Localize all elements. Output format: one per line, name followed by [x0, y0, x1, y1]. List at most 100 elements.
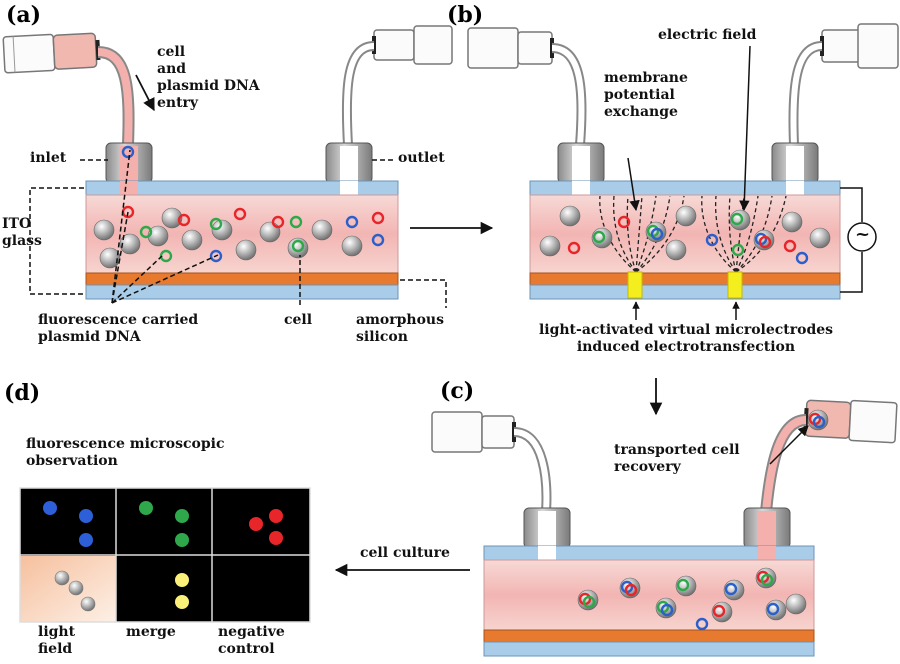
panel-b — [467, 23, 899, 320]
c-inlet-syringe — [431, 411, 516, 453]
panel-c — [431, 399, 898, 657]
cell — [675, 205, 697, 227]
plasmid-ring — [592, 230, 606, 244]
cell — [785, 593, 807, 615]
microscopy-spots — [43, 501, 283, 612]
ito-glass-label: ITO glass — [2, 216, 42, 249]
plasmid-ring — [209, 217, 223, 231]
plasmid-ring — [139, 225, 153, 239]
cell — [341, 235, 363, 257]
plasmid-ring — [121, 145, 135, 159]
light-field-image — [20, 556, 116, 622]
plasmid-ring — [209, 249, 223, 263]
plasmid-ring — [291, 239, 305, 253]
panel-label-a: (a) — [6, 2, 42, 28]
b-inlet-syringe — [467, 27, 554, 69]
amorphous-silicon-label: amorphous silicon — [356, 312, 444, 345]
panel-label-b: (b) — [447, 2, 484, 28]
electric-field-arrow — [739, 45, 751, 212]
plasmid-ring — [289, 215, 303, 229]
observation-label: fluorescence microscopic observation — [26, 436, 225, 469]
green-spot — [175, 533, 189, 547]
green-spot — [139, 501, 153, 515]
cell-label: cell — [284, 312, 313, 328]
cell — [99, 247, 121, 269]
plasmid-ring — [617, 215, 631, 229]
chamber-b-cells — [539, 205, 831, 265]
red-spot — [269, 509, 283, 523]
b-outlet-syringe — [820, 23, 899, 69]
cell — [181, 229, 203, 251]
cell — [119, 233, 141, 255]
c-glass-bottom — [483, 641, 815, 657]
cell — [161, 207, 183, 229]
merge-spot — [175, 595, 189, 609]
blue-spot — [43, 501, 57, 515]
plasmid-ring — [731, 243, 745, 257]
plasmid-ring — [724, 582, 738, 596]
plasmid-ring — [758, 235, 772, 249]
plasmid-ring — [705, 233, 719, 247]
plasmid-ring — [730, 212, 744, 226]
cell — [781, 211, 803, 233]
light-field-cell — [54, 570, 70, 586]
negative-control-label: negative control — [218, 624, 285, 657]
entry-arrow — [135, 74, 155, 112]
plasmid-ring — [795, 251, 809, 265]
ito-glass-bottom — [85, 284, 399, 300]
light-field-label: light field — [38, 624, 76, 657]
plasmid-ring — [695, 617, 709, 631]
cell — [311, 219, 333, 241]
plasmid-ring — [650, 227, 664, 241]
recovery-arrow — [769, 425, 809, 465]
inlet-syringe — [2, 32, 101, 74]
inlet-label: inlet — [30, 150, 67, 166]
red-spot — [249, 517, 263, 531]
panel-label-c: (c) — [440, 378, 475, 404]
panel-a-leaders — [29, 149, 447, 308]
entry-label: cell and plasmid DNA entry — [157, 44, 260, 111]
cell-culture-label: cell culture — [360, 545, 450, 561]
cell — [235, 239, 257, 261]
b-silicon-layer — [529, 272, 841, 286]
membrane-label: membrane potential exchange — [604, 70, 688, 120]
virtual-electrode-label: light-activated virtual microlectrodes i… — [538, 322, 834, 355]
cell — [559, 205, 581, 227]
light-spot-left — [627, 271, 643, 299]
plasmid-ring — [760, 573, 774, 587]
ac-source — [840, 187, 877, 293]
merge-spot — [175, 573, 189, 587]
plasmid-ring — [660, 603, 674, 617]
panel-a — [2, 25, 453, 308]
plasmid-ring — [271, 215, 285, 229]
electric-field-label: electric field — [658, 27, 757, 43]
plasmid-ring — [233, 207, 247, 221]
ac-symbol: ~ — [855, 224, 871, 245]
light-spot-right — [727, 271, 743, 299]
red-spot — [269, 531, 283, 545]
plasmid-ring — [783, 239, 797, 253]
green-spot — [175, 509, 189, 523]
c-silicon-layer — [483, 629, 815, 643]
cell — [259, 221, 281, 243]
cell — [211, 219, 233, 241]
cell — [93, 219, 115, 241]
light-field-cell — [68, 580, 84, 596]
blue-spot — [79, 509, 93, 523]
chamber-c-cells — [577, 409, 829, 631]
plasmid-ring — [712, 604, 726, 618]
cell — [539, 235, 561, 257]
outlet-label: outlet — [398, 150, 445, 166]
inlet-tube-flow — [97, 48, 133, 146]
plasmid-ring — [371, 211, 385, 225]
fluorescence-dna-label: fluorescence carried plasmid DNA — [38, 312, 199, 345]
plasmid-ring — [812, 415, 826, 429]
cell — [665, 239, 687, 261]
membrane-arrow — [627, 157, 640, 212]
plasmid-ring — [371, 233, 385, 247]
recovery-label: transported cell recovery — [614, 442, 740, 475]
plasmid-ring — [345, 215, 359, 229]
plasmid-ring — [177, 213, 191, 227]
plasmid-ring — [567, 241, 581, 255]
